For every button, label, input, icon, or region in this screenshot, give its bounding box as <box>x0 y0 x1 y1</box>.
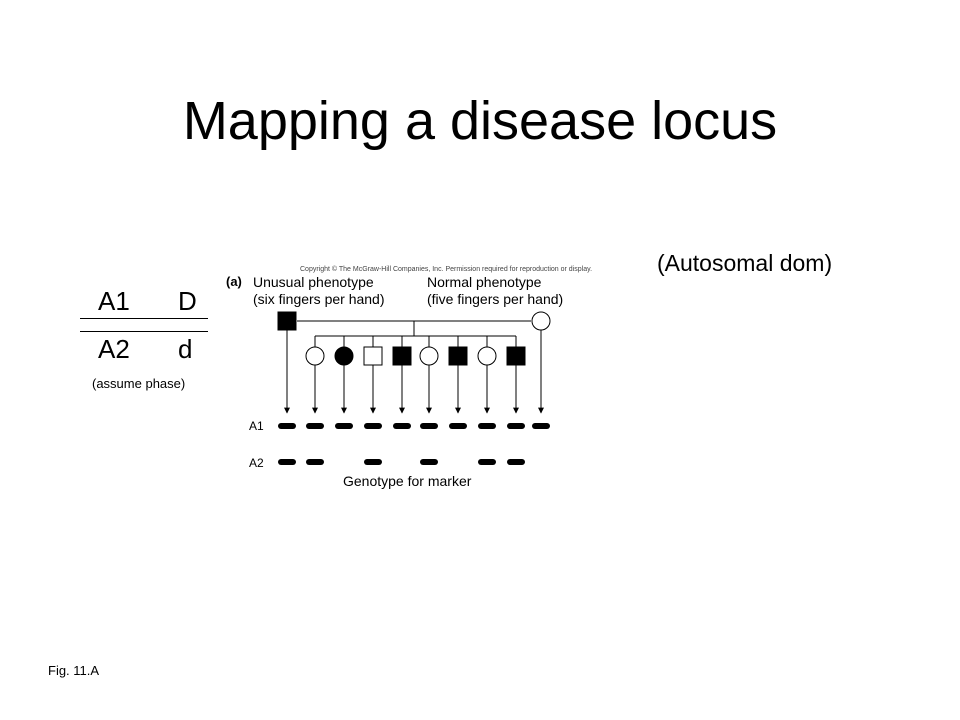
marker-band-a1-2 <box>335 423 353 429</box>
child-male-symbol-5 <box>448 346 468 366</box>
top-marker-allele: A1 <box>98 286 130 316</box>
marker-band-a2-3 <box>364 459 382 465</box>
marker-axis-label: Genotype for marker <box>343 473 472 489</box>
unusual-phenotype-label: Unusual phenotype <box>253 274 374 290</box>
top-disease-allele: D <box>178 286 197 316</box>
child-female-symbol-6 <box>477 346 497 366</box>
marker-row-label-a2: A2 <box>249 456 264 470</box>
marker-band-a2-5 <box>420 459 438 465</box>
marker-band-a2-1 <box>306 459 324 465</box>
phase-assumption-note: (assume phase) <box>92 376 186 391</box>
normal-phenotype-detail: (five fingers per hand) <box>427 291 563 307</box>
normal-phenotype-label: Normal phenotype <box>427 274 542 290</box>
mother-female-symbol-0 <box>531 311 551 331</box>
bottom-disease-allele: d <box>178 334 193 364</box>
marker-band-a1-1 <box>306 423 324 429</box>
child-male-symbol-7 <box>506 346 526 366</box>
marker-band-a2-7 <box>478 459 496 465</box>
marker-band-a1-5 <box>420 423 438 429</box>
inheritance-mode-note: (Autosomal dom) <box>657 250 833 276</box>
unusual-phenotype-detail: (six fingers per hand) <box>253 291 385 307</box>
child-male-symbol-2 <box>363 346 383 366</box>
pedigree-members <box>277 311 551 414</box>
marker-band-a1-7 <box>478 423 496 429</box>
child-female-symbol-4 <box>419 346 439 366</box>
marker-band-a1-6 <box>449 423 467 429</box>
marker-band-a1-4 <box>393 423 411 429</box>
marker-band-a2-8 <box>507 459 525 465</box>
marker-band-a1-3 <box>364 423 382 429</box>
father-male-symbol-0 <box>277 311 297 331</box>
bottom-marker-allele: A2 <box>98 334 130 364</box>
child-female-symbol-0 <box>305 346 325 366</box>
child-male-symbol-3 <box>392 346 412 366</box>
phase-divider-upper <box>80 318 208 319</box>
copyright-notice: Copyright © The McGraw-Hill Companies, I… <box>300 265 592 273</box>
marker-bands <box>278 423 550 465</box>
child-female-symbol-1 <box>334 346 354 366</box>
figure-caption: Fig. 11.A <box>48 663 100 678</box>
marker-band-a2-0 <box>278 459 296 465</box>
phase-divider-lower <box>80 331 208 332</box>
slide-title: Mapping a disease locus <box>182 91 778 151</box>
marker-row-label-a1: A1 <box>249 419 264 433</box>
marker-band-a1-8 <box>507 423 525 429</box>
marker-band-a1-0 <box>278 423 296 429</box>
marker-band-a1-9 <box>532 423 550 429</box>
panel-label: (a) <box>226 274 242 289</box>
